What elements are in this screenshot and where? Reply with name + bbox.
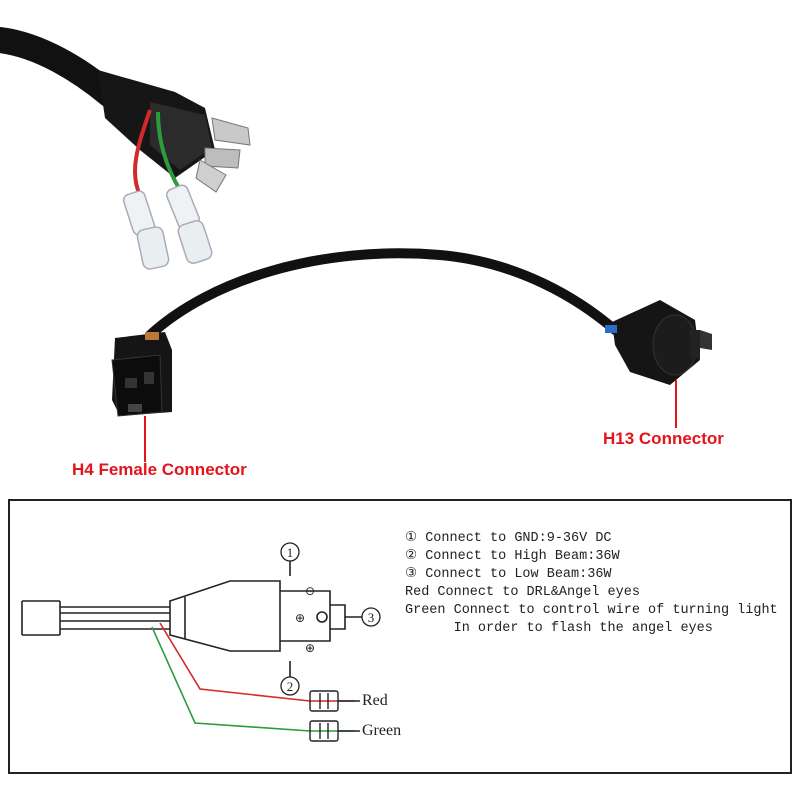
wiring-schematic: 1 2 3 ⊖ ⊕ ⊕	[21, 542, 381, 742]
adapter-cable	[145, 248, 620, 340]
h13-connector-label: H13 Connector	[603, 429, 724, 448]
product-photo	[0, 27, 712, 462]
legend-line: ② Connect to High Beam:36W	[405, 549, 620, 564]
pin-3-label: 3	[368, 610, 375, 625]
polarity-minus: ⊖	[305, 584, 315, 598]
spade-terminal-icon	[122, 184, 213, 270]
wiring-diagram: 1 2 3 ⊖ ⊕ ⊕ Red Green ① Connect to GND:9…	[8, 499, 792, 774]
polarity-plus-left: ⊕	[295, 611, 305, 625]
h13-connector-icon	[605, 300, 712, 385]
red-wire-label: Red	[362, 692, 388, 709]
legend-line: ① Connect to GND:9-36V DC	[405, 531, 612, 546]
pin-2-label: 2	[287, 679, 294, 694]
h4-plug-icon	[0, 27, 251, 270]
h4-female-socket-icon	[111, 332, 172, 417]
green-wire-label: Green	[362, 722, 402, 739]
legend-line: Green Connect to control wire of turning…	[405, 603, 778, 618]
pin-1-label: 1	[287, 545, 294, 560]
polarity-plus-bottom: ⊕	[305, 641, 315, 655]
h4-female-connector-label: H4 Female Connector	[72, 460, 247, 479]
spade-terminal-icon	[309, 690, 360, 742]
legend-line: Red Connect to DRL&Angel eyes	[405, 585, 640, 600]
legend-line: ③ Connect to Low Beam:36W	[405, 567, 612, 582]
legend-line: In order to flash the angel eyes	[405, 621, 713, 636]
